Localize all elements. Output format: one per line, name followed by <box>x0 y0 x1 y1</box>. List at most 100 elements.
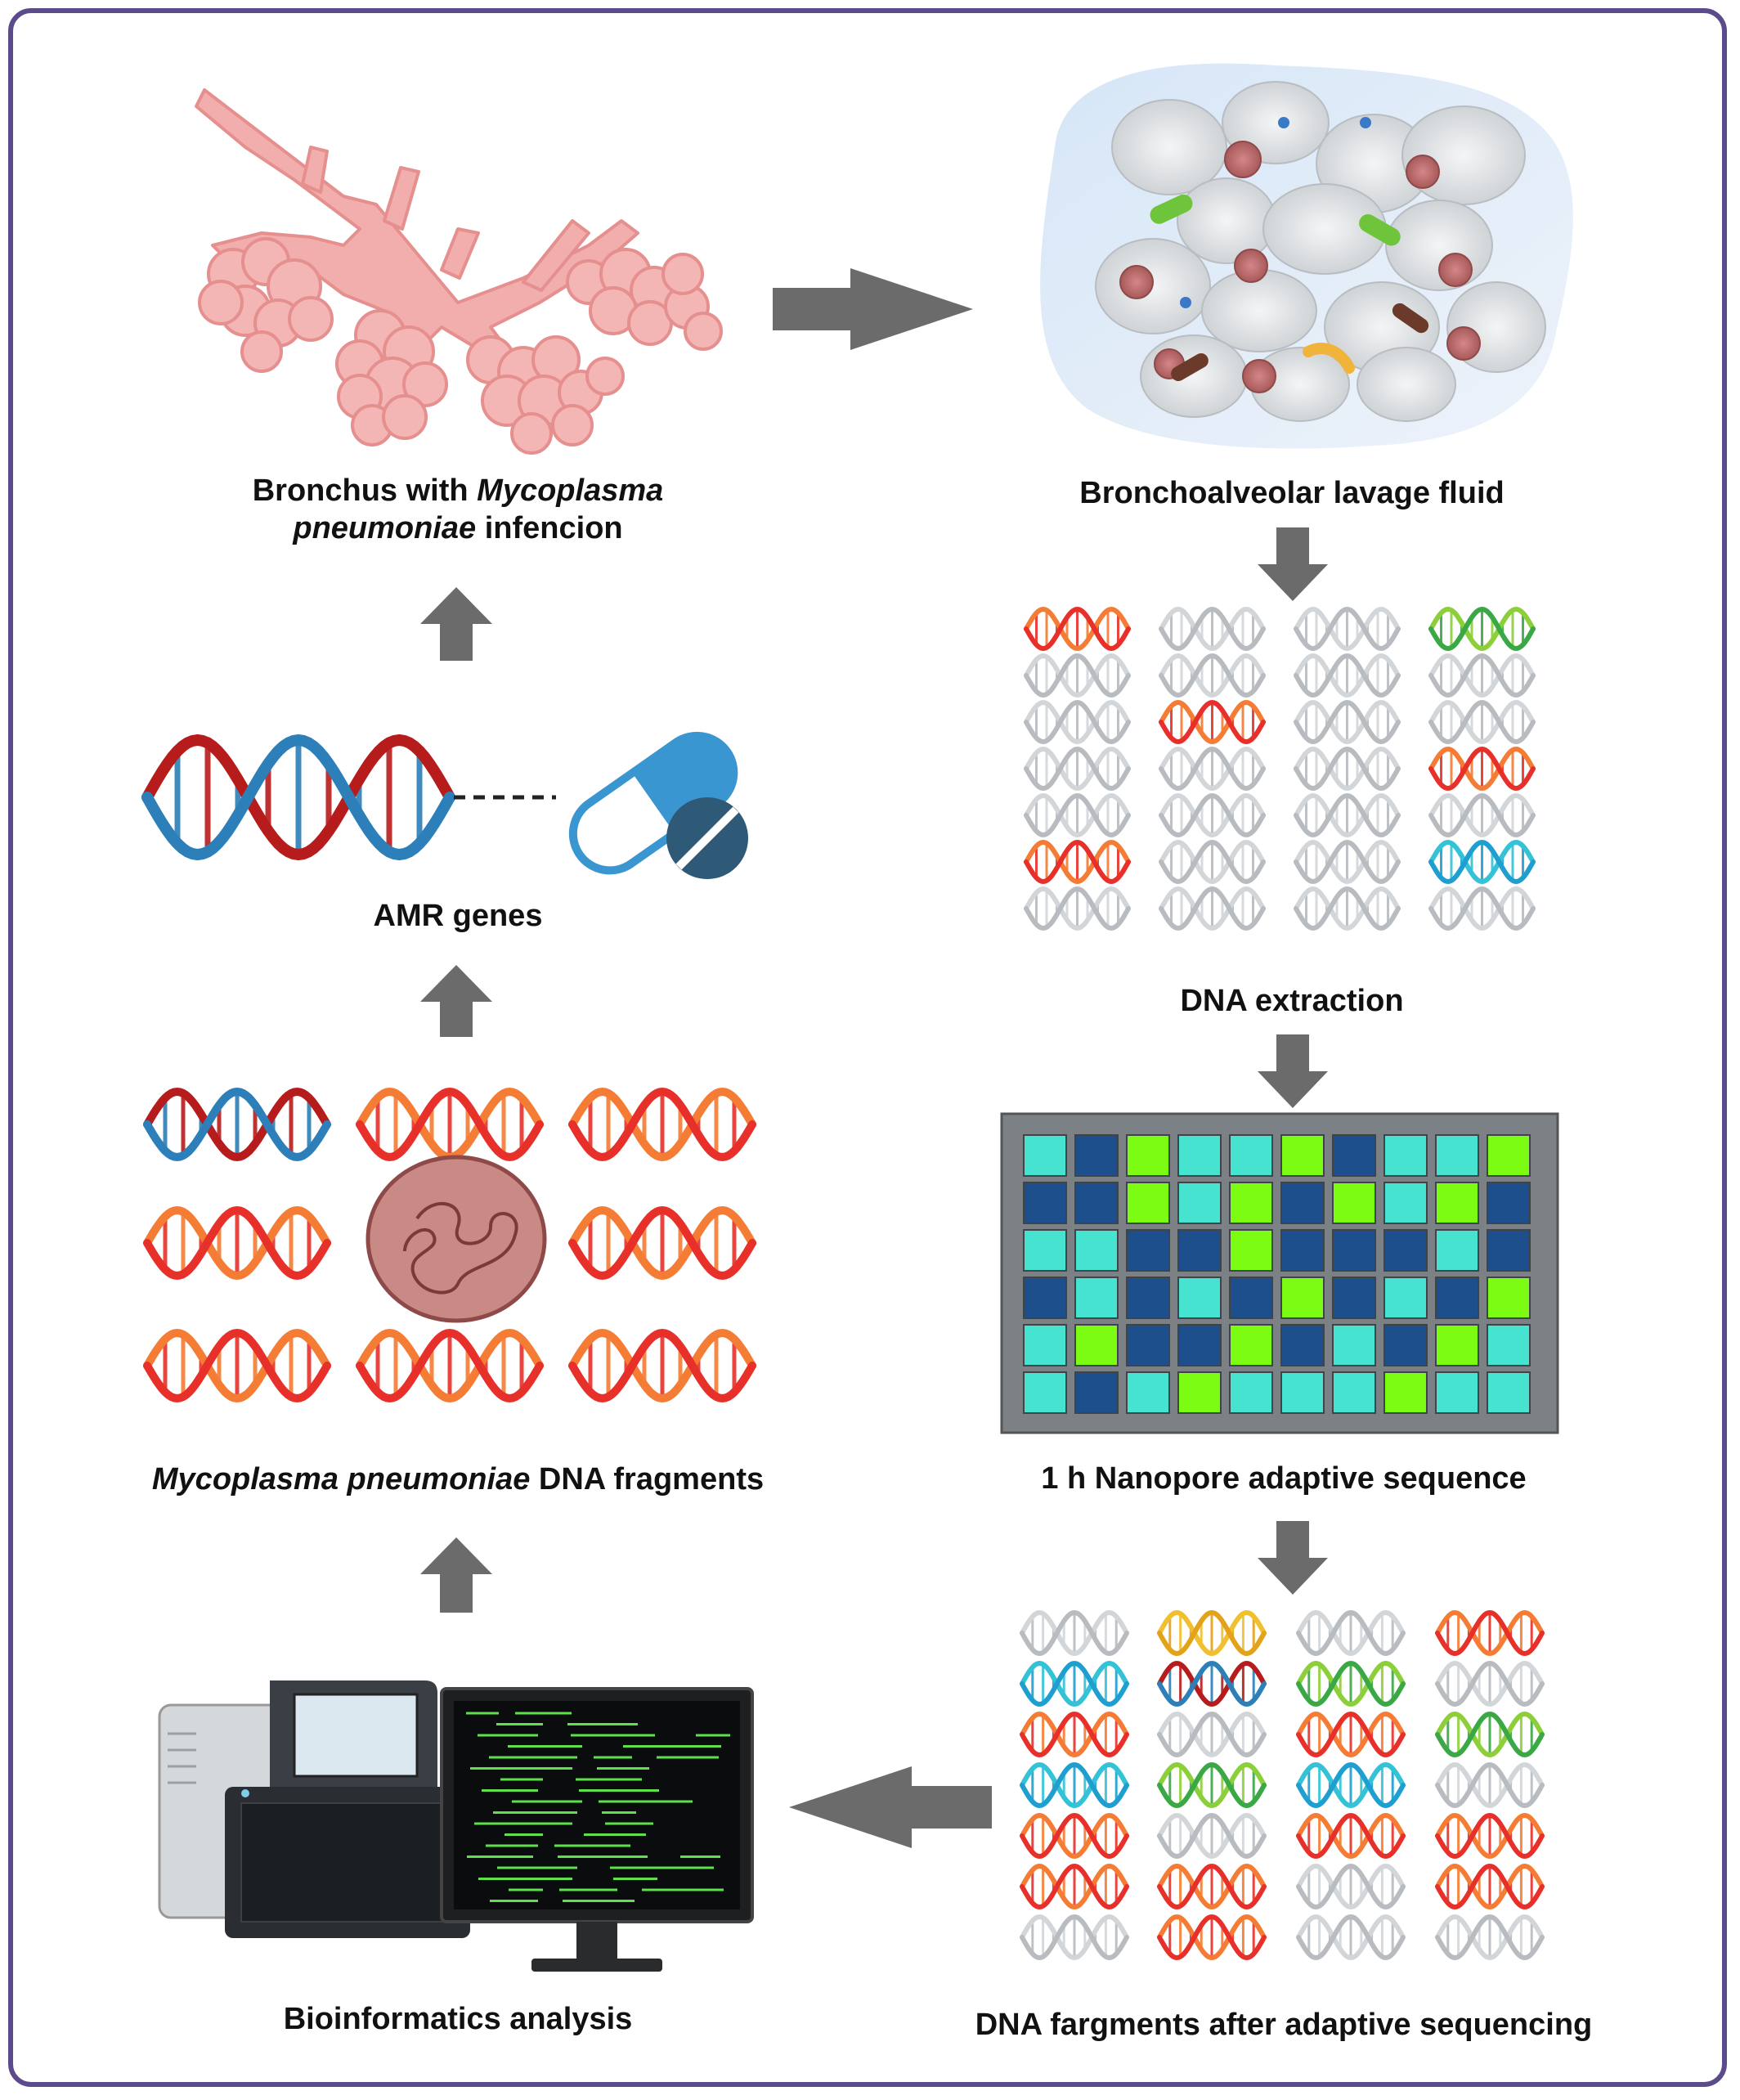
flowcell-pore <box>1229 1324 1273 1366</box>
extraction-dna-helix <box>1159 653 1266 698</box>
extraction-dna-helix <box>1159 699 1266 745</box>
flowcell-pore <box>1280 1134 1325 1177</box>
extraction-dna-helix <box>1024 746 1131 792</box>
extraction-dna-helix <box>1024 606 1131 652</box>
after-seq-dna-helix <box>1157 1914 1267 1961</box>
after-seq-label: DNA fargments after adaptive sequencing <box>975 2008 1593 2042</box>
mp-dna-helix <box>568 1087 756 1162</box>
flowcell-pore <box>1229 1277 1273 1319</box>
after-seq-dna-helix <box>1296 1914 1406 1961</box>
bronchus-label: Bronchus with Mycoplasma pneumoniae infe… <box>213 472 703 547</box>
flowcell-pore <box>1023 1371 1067 1414</box>
extraction-dna-helix <box>1024 699 1131 745</box>
nanopore-flowcell <box>1000 1112 1559 1434</box>
after-seq-dna-helix <box>1296 1863 1406 1910</box>
flowcell-pore <box>1435 1229 1479 1272</box>
extraction-dna-helix <box>1294 653 1401 698</box>
bronchus-text-1: Bronchus with <box>252 473 478 508</box>
after-seq-dna-helix <box>1020 1761 1129 1809</box>
flowcell-pore <box>1023 1134 1067 1177</box>
flowcell-pore <box>1383 1324 1428 1366</box>
dna-extraction-label: DNA extraction <box>1180 984 1404 1018</box>
amr-label: AMR genes <box>373 899 543 933</box>
flowcell-pore <box>1126 1277 1170 1319</box>
flowcell-pore <box>1074 1277 1119 1319</box>
arrow-up-1 <box>420 1537 492 1613</box>
flowcell-pore <box>1074 1324 1119 1366</box>
amr-illustration <box>141 731 748 879</box>
flowcell-pore <box>1487 1277 1531 1319</box>
flowcell-pore <box>1383 1229 1428 1272</box>
flowcell-pore <box>1126 1324 1170 1366</box>
after-seq-dna-helix <box>1020 1863 1129 1910</box>
flowcell-pore <box>1023 1182 1067 1224</box>
flowcell-pore <box>1332 1324 1376 1366</box>
flowcell-pore <box>1332 1134 1376 1177</box>
mp-dna-helix <box>356 1328 544 1403</box>
after-seq-dna-helix <box>1296 1609 1406 1657</box>
flowcell-pore <box>1280 1371 1325 1414</box>
flowcell-pore <box>1487 1229 1531 1272</box>
extraction-dna-helix <box>1159 606 1266 652</box>
after-seq-dna-helix <box>1157 1812 1267 1860</box>
after-seq-dna-helix <box>1020 1812 1129 1860</box>
after-seq-dna-helix <box>1296 1761 1406 1809</box>
flowcell-pore <box>1074 1134 1119 1177</box>
flowcell-pore <box>1383 1277 1428 1319</box>
extraction-dna-helix <box>1159 792 1266 838</box>
flowcell-pore <box>1332 1277 1376 1319</box>
after-seq-dna-helix <box>1435 1914 1545 1961</box>
after-seq-dna-helix <box>1157 1863 1267 1910</box>
after-seq-dna-helix <box>1157 1711 1267 1758</box>
extraction-dna-helix <box>1024 792 1131 838</box>
flowcell-pore <box>1435 1277 1479 1319</box>
balf-label: Bronchoalveolar lavage fluid <box>1079 476 1505 510</box>
balf-illustration <box>1040 63 1573 449</box>
extraction-dna-helix <box>1294 699 1401 745</box>
flowcell-pore <box>1074 1229 1119 1272</box>
extraction-dna-helix <box>1428 606 1536 652</box>
after-seq-dna-helix <box>1435 1609 1545 1657</box>
after-seq-dna-helix <box>1157 1609 1267 1657</box>
flowcell-pore <box>1126 1182 1170 1224</box>
after-seq-dna-helix <box>1435 1711 1545 1758</box>
after-seq-dna-helix <box>1020 1609 1129 1657</box>
flowcell-pore <box>1332 1182 1376 1224</box>
amr-dna-helix <box>141 734 455 861</box>
after-seq-dna-helix <box>1435 1761 1545 1809</box>
flowcell-pore <box>1177 1134 1222 1177</box>
flowcell-pore <box>1177 1229 1222 1272</box>
flowcell-pore <box>1487 1371 1531 1414</box>
flowcell-pore <box>1229 1182 1273 1224</box>
arrows <box>420 268 1328 1848</box>
mp-dna-label: Mycoplasma pneumoniae DNA fragments <box>90 1461 826 1498</box>
mp-rest: DNA fragments <box>530 1462 765 1496</box>
flowcell-pore <box>1280 1229 1325 1272</box>
bronchus-italic-2: pneumoniae <box>293 511 477 545</box>
mp-italic: Mycoplasma pneumoniae <box>151 1462 531 1496</box>
flowcell-pore <box>1177 1277 1222 1319</box>
flowcell-pore <box>1229 1229 1273 1272</box>
after-seq-dna-helix <box>1435 1660 1545 1707</box>
flowcell-pore <box>1280 1277 1325 1319</box>
extraction-dna-helix <box>1024 839 1131 885</box>
arrow-down-2 <box>1258 1034 1328 1108</box>
after-seq-dna-helix <box>1020 1660 1129 1707</box>
flowcell-pore <box>1332 1229 1376 1272</box>
flowcell-pore <box>1280 1182 1325 1224</box>
bronchus-illustration <box>195 88 723 455</box>
flowcell-pore <box>1332 1371 1376 1414</box>
after-seq-dna-helix <box>1020 1711 1129 1758</box>
mycoplasma-cell <box>365 1155 547 1323</box>
after-sequencing-helices <box>1020 1609 1545 1961</box>
flowcell-pore <box>1383 1182 1428 1224</box>
extraction-dna-helix <box>1428 746 1536 792</box>
flowcell-pore <box>1487 1134 1531 1177</box>
flowcell-pore <box>1023 1324 1067 1366</box>
flowcell-pore <box>1435 1371 1479 1414</box>
extraction-dna-helix <box>1428 653 1536 698</box>
outer-frame <box>8 8 1727 2087</box>
arrow-up-2 <box>420 965 492 1037</box>
arrow-down-3 <box>1258 1521 1328 1595</box>
flowcell-pore <box>1126 1229 1170 1272</box>
